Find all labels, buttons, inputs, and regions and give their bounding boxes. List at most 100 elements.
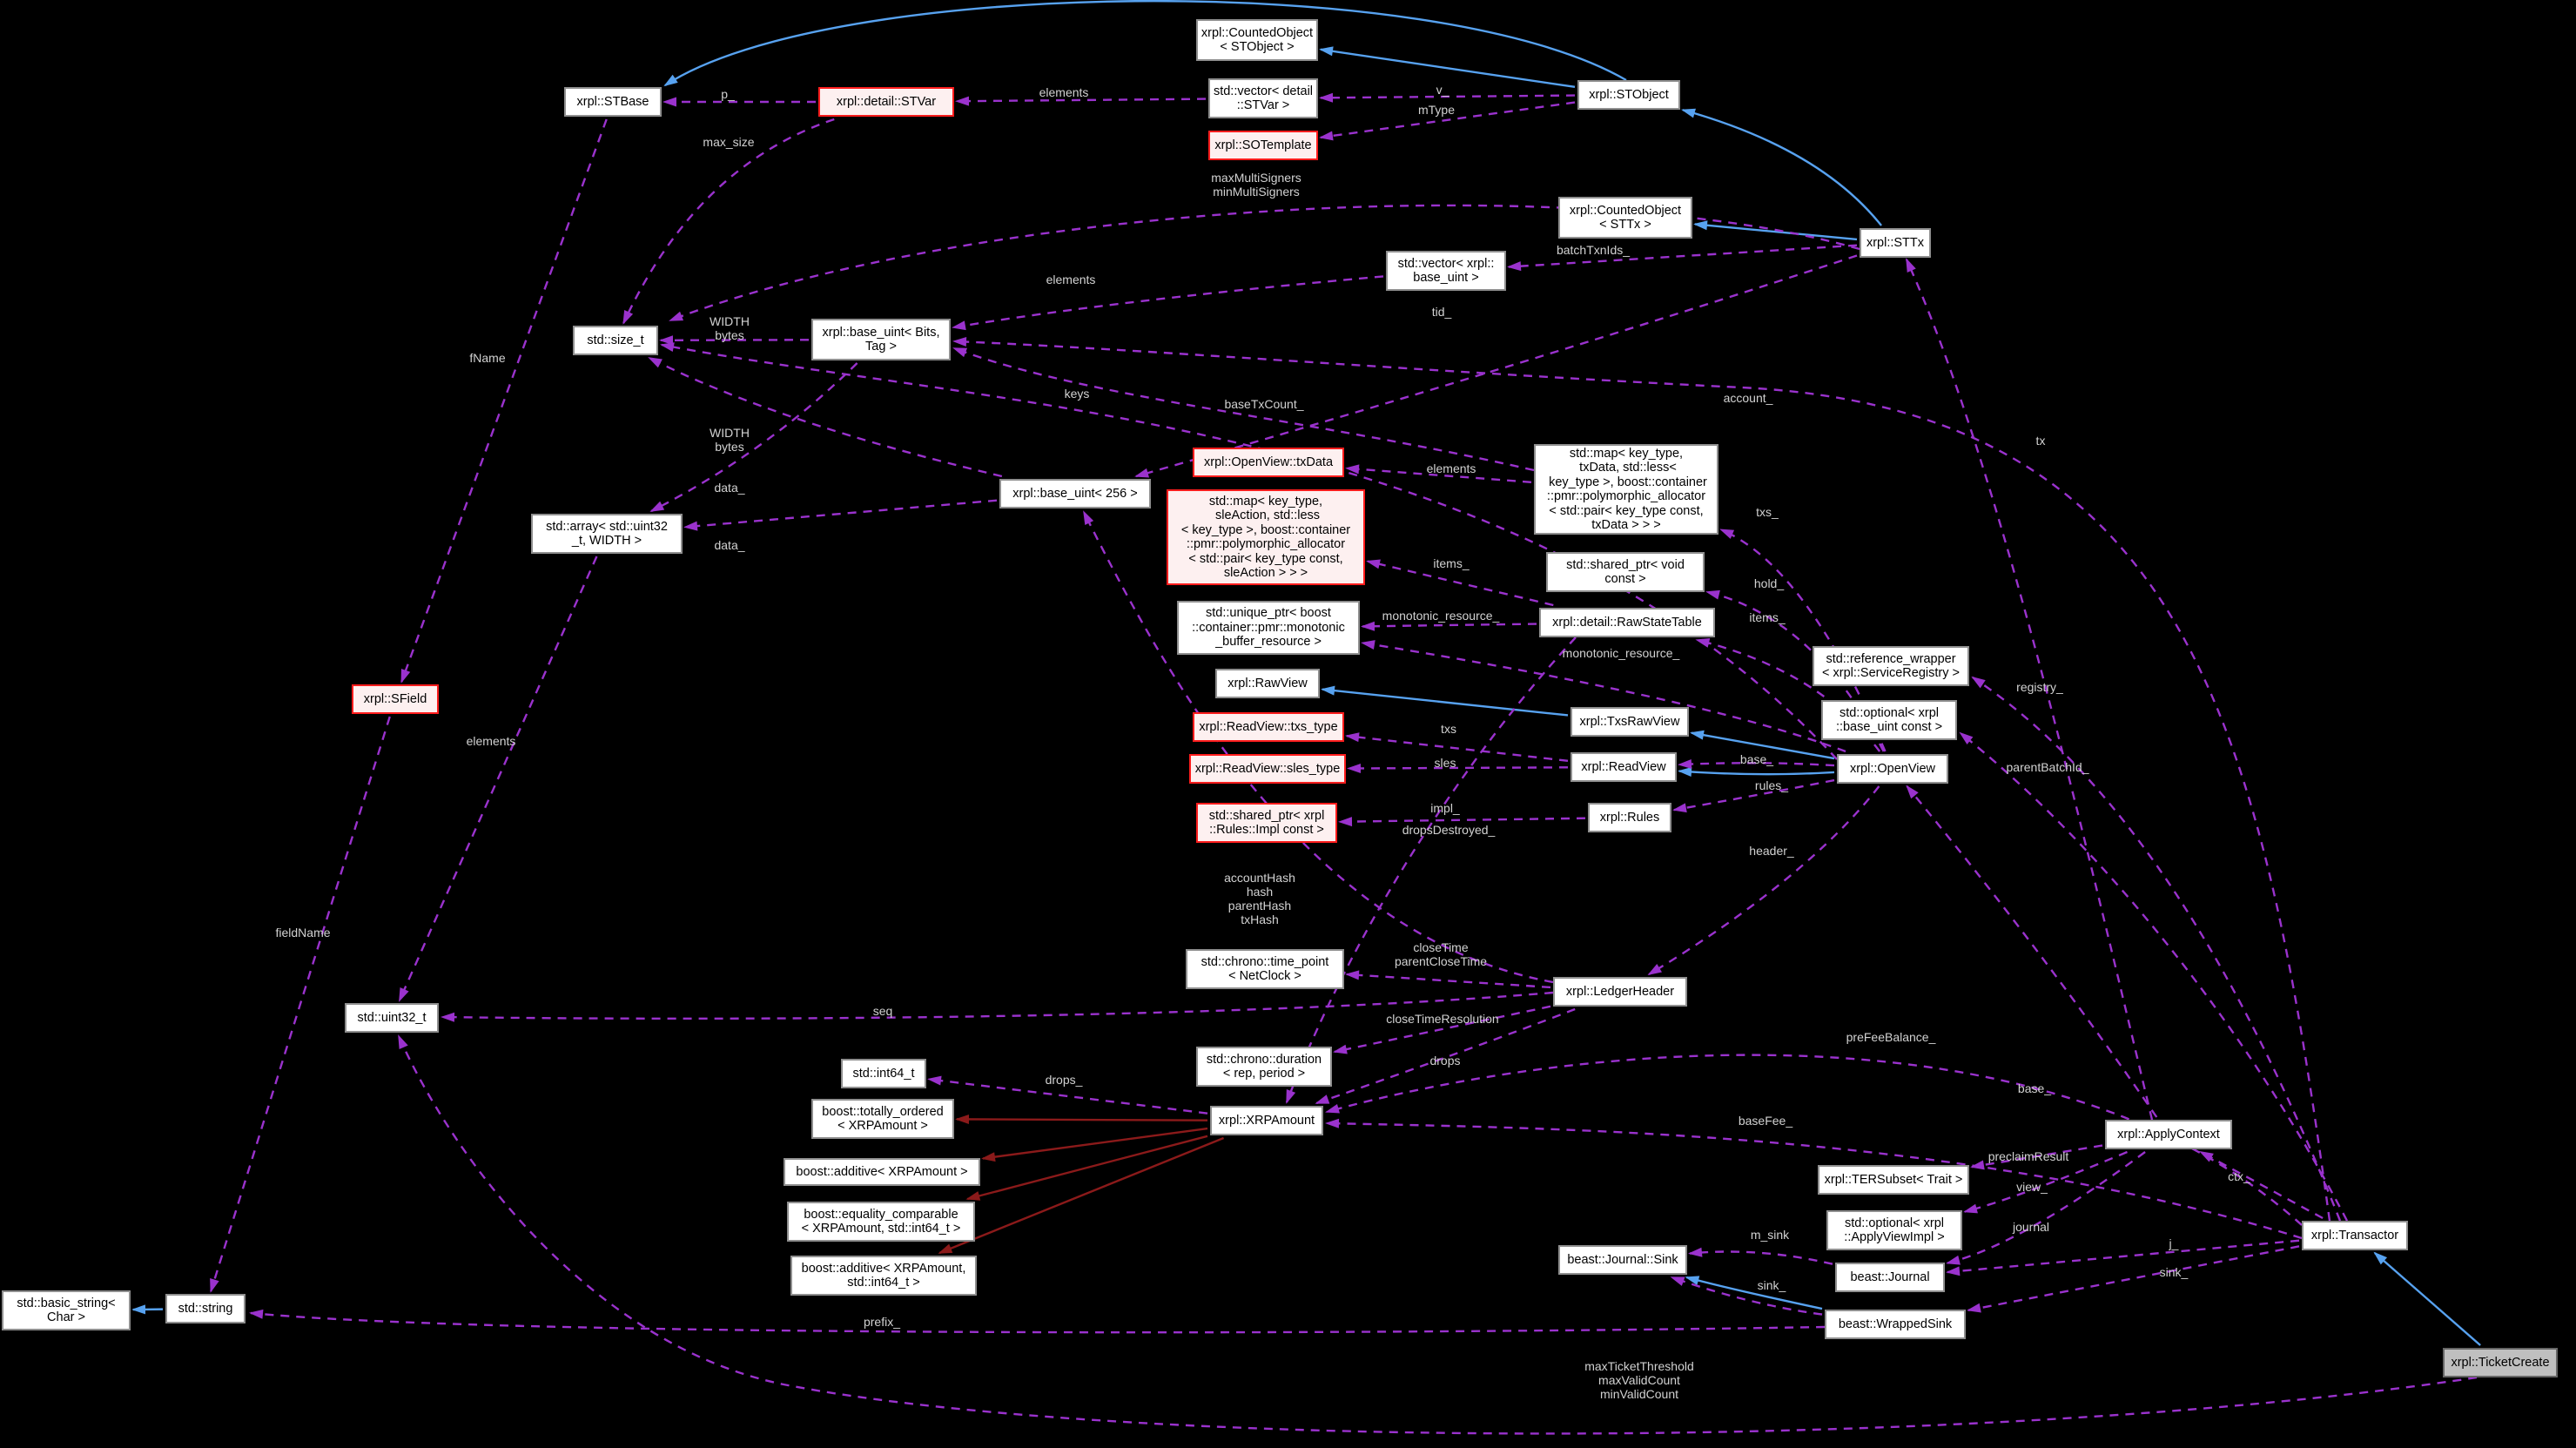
- node-additive_xrp_int64[interactable]: boost::additive< XRPAmount, std::int64_t…: [790, 1256, 977, 1296]
- edge-sttx-to-stobject: [1681, 108, 1882, 226]
- node-stvar[interactable]: xrpl::detail::STVar: [818, 87, 954, 117]
- node-vector_stvar[interactable]: std::vector< detail ::STVar >: [1208, 78, 1318, 118]
- edge-transactor-to-base_uint_bits: [952, 337, 2331, 1222]
- node-sharedptr_void[interactable]: std::shared_ptr< void const >: [1546, 552, 1705, 592]
- edge-ticketcreate-to-transactor: [2373, 1251, 2481, 1346]
- edge-txsrawview-to-rawview: [1321, 685, 1569, 717]
- edge-label: base_: [1739, 752, 1774, 766]
- edge-label: tx: [2035, 434, 2046, 448]
- node-rawstatetable[interactable]: xrpl::detail::RawStateTable: [1539, 608, 1715, 637]
- edge-openview-to-readview: [1678, 767, 1835, 778]
- node-sttx[interactable]: xrpl::STTx: [1860, 228, 1931, 258]
- edge-transactor-to-journal: [1946, 1239, 2300, 1276]
- edge-transactor-to-xrpamount: [1325, 1054, 2303, 1226]
- edge-sttx-to-counted_sttx: [1693, 220, 1858, 241]
- edge-label: accountHash hash parentHash txHash: [1224, 871, 1295, 926]
- edge-wrappedsink-to-string: [249, 1309, 1826, 1334]
- node-rawview[interactable]: xrpl::RawView: [1215, 669, 1320, 698]
- edge-label: j_: [2169, 1236, 2179, 1250]
- edge-stobject-to-vector_stvar: [1319, 92, 1576, 103]
- node-ticketcreate[interactable]: xrpl::TicketCreate: [2443, 1348, 2558, 1377]
- edge-transactor-to-xrpamount: [1325, 1118, 2303, 1240]
- node-transactor[interactable]: xrpl::Transactor: [2302, 1221, 2408, 1250]
- edge-applycontext-to-journal: [1946, 1151, 2146, 1265]
- edge-label: batchTxnIds_: [1556, 243, 1631, 257]
- node-int64[interactable]: std::int64_t: [841, 1059, 926, 1088]
- node-uint32[interactable]: std::uint32_t: [345, 1003, 439, 1033]
- node-equality_comparable[interactable]: boost::equality_comparable < XRPAmount, …: [787, 1202, 975, 1242]
- node-wrappedsink[interactable]: beast::WrappedSink: [1825, 1310, 1966, 1339]
- node-stobject[interactable]: xrpl::STObject: [1577, 80, 1680, 110]
- edge-stvar-to-size_t: [622, 118, 835, 325]
- node-duration[interactable]: std::chrono::duration < rep, period >: [1196, 1047, 1332, 1087]
- node-applycontext[interactable]: xrpl::ApplyContext: [2105, 1120, 2232, 1149]
- edge-ledgerheader-to-timepoint: [1345, 970, 1551, 989]
- node-ledgerheader[interactable]: xrpl::LedgerHeader: [1553, 977, 1687, 1007]
- node-timepoint[interactable]: std::chrono::time_point < NetClock >: [1186, 949, 1344, 989]
- node-counted_stobject[interactable]: xrpl::CountedObject < STObject >: [1196, 19, 1318, 61]
- node-sharedptr_rules[interactable]: std::shared_ptr< xrpl ::Rules::Impl cons…: [1196, 803, 1337, 843]
- edge-applycontext-to-tersubset: [1970, 1144, 2103, 1170]
- edge-label: elements: [1426, 461, 1476, 475]
- node-tersubset[interactable]: xrpl::TERSubset< Trait >: [1818, 1165, 1969, 1195]
- edge-label: hold_: [1753, 576, 1785, 590]
- edge-label: WIDTH bytes: [710, 426, 750, 454]
- node-base_uint_bits[interactable]: xrpl::base_uint< Bits, Tag >: [811, 319, 951, 360]
- edge-wrappedsink-to-journal_sink: [1685, 1276, 1823, 1310]
- node-array_uint32[interactable]: std::array< std::uint32 _t, WIDTH >: [531, 514, 683, 554]
- edge-xrpamount-to-equality_comparable: [965, 1135, 1208, 1201]
- node-uniqueptr_monotonic[interactable]: std::unique_ptr< boost ::container::pmr:…: [1177, 601, 1360, 655]
- edge-openview-to-uniqueptr_monotonic: [1361, 640, 1846, 753]
- edge-label: seq: [872, 1004, 893, 1018]
- node-txsrawview[interactable]: xrpl::TxsRawView: [1570, 707, 1689, 737]
- edge-array_uint32-to-uint32: [398, 556, 598, 1002]
- node-readview_txs[interactable]: xrpl::ReadView::txs_type: [1193, 712, 1344, 742]
- node-basic_string[interactable]: std::basic_string< Char >: [2, 1290, 131, 1330]
- edge-label: elements: [1046, 273, 1096, 286]
- edge-label: items_: [1433, 556, 1470, 570]
- edge-label: maxMultiSigners minMultiSigners: [1211, 171, 1301, 199]
- edge-label: txs_: [1756, 505, 1779, 519]
- edge-label: fieldName: [275, 926, 331, 940]
- edge-label: base_: [2017, 1081, 2052, 1095]
- node-readview[interactable]: xrpl::ReadView: [1570, 752, 1677, 782]
- edge-label: baseTxCount_: [1224, 397, 1304, 411]
- edge-label: prefix_: [863, 1315, 901, 1329]
- edge-label: maxTicketThreshold maxValidCount minVali…: [1584, 1359, 1694, 1401]
- node-totally_ordered[interactable]: boost::totally_ordered < XRPAmount >: [811, 1099, 954, 1139]
- node-counted_sttx[interactable]: xrpl::CountedObject < STTx >: [1558, 197, 1692, 239]
- node-rules[interactable]: xrpl::Rules: [1588, 803, 1671, 832]
- node-refwrap_registry[interactable]: std::reference_wrapper < xrpl::ServiceRe…: [1813, 646, 1969, 686]
- node-readview_sles[interactable]: xrpl::ReadView::sles_type: [1189, 754, 1346, 784]
- node-stbase[interactable]: xrpl::STBase: [564, 87, 662, 117]
- node-string[interactable]: std::string: [165, 1294, 245, 1323]
- edge-label: sink_: [2159, 1265, 2189, 1279]
- edge-rawstatetable-to-xrpamount: [1285, 636, 1577, 1104]
- node-size_t[interactable]: std::size_t: [573, 326, 658, 355]
- node-map_txdata[interactable]: std::map< key_type, txData, std::less< k…: [1534, 444, 1718, 535]
- edge-openview-to-txsrawview: [1690, 730, 1835, 760]
- node-map_sleaction[interactable]: std::map< key_type, sleAction, std::less…: [1167, 489, 1365, 585]
- node-txdata[interactable]: xrpl::OpenView::txData: [1193, 448, 1344, 477]
- edge-label: parentBatchId_: [2006, 760, 2089, 774]
- edge-ledgerheader-to-uint32: [441, 991, 1554, 1022]
- node-journal_sink[interactable]: beast::Journal::Sink: [1558, 1245, 1687, 1275]
- edge-journal-to-journal_sink: [1688, 1247, 1833, 1265]
- node-sotemplate[interactable]: xrpl::SOTemplate: [1208, 131, 1318, 160]
- edge-label: p_: [721, 87, 735, 101]
- edge-map_txdata-to-base_uint_bits: [952, 347, 1535, 472]
- node-additive_xrp[interactable]: boost::additive< XRPAmount >: [784, 1158, 980, 1186]
- edge-label: rules_: [1754, 778, 1789, 792]
- node-vector_baseuint[interactable]: std::vector< xrpl:: base_uint >: [1386, 251, 1506, 291]
- node-openview[interactable]: xrpl::OpenView: [1837, 754, 1948, 784]
- node-journal[interactable]: beast::Journal: [1835, 1263, 1945, 1292]
- node-sfield[interactable]: xrpl::SField: [352, 684, 439, 714]
- node-optional_applyviewimpl[interactable]: std::optional< xrpl ::ApplyViewImpl >: [1826, 1210, 1962, 1250]
- edge-stbase-to-sfield: [400, 118, 608, 684]
- node-optional_baseuint[interactable]: std::optional< xrpl ::base_uint const >: [1821, 700, 1957, 740]
- edge-rawstatetable-to-uniqueptr_monotonic: [1361, 621, 1537, 631]
- node-xrpamount[interactable]: xrpl::XRPAmount: [1210, 1106, 1323, 1135]
- node-base_uint_256[interactable]: xrpl::base_uint< 256 >: [999, 479, 1151, 508]
- edge-sttx-to-base_uint_256: [1134, 254, 1858, 478]
